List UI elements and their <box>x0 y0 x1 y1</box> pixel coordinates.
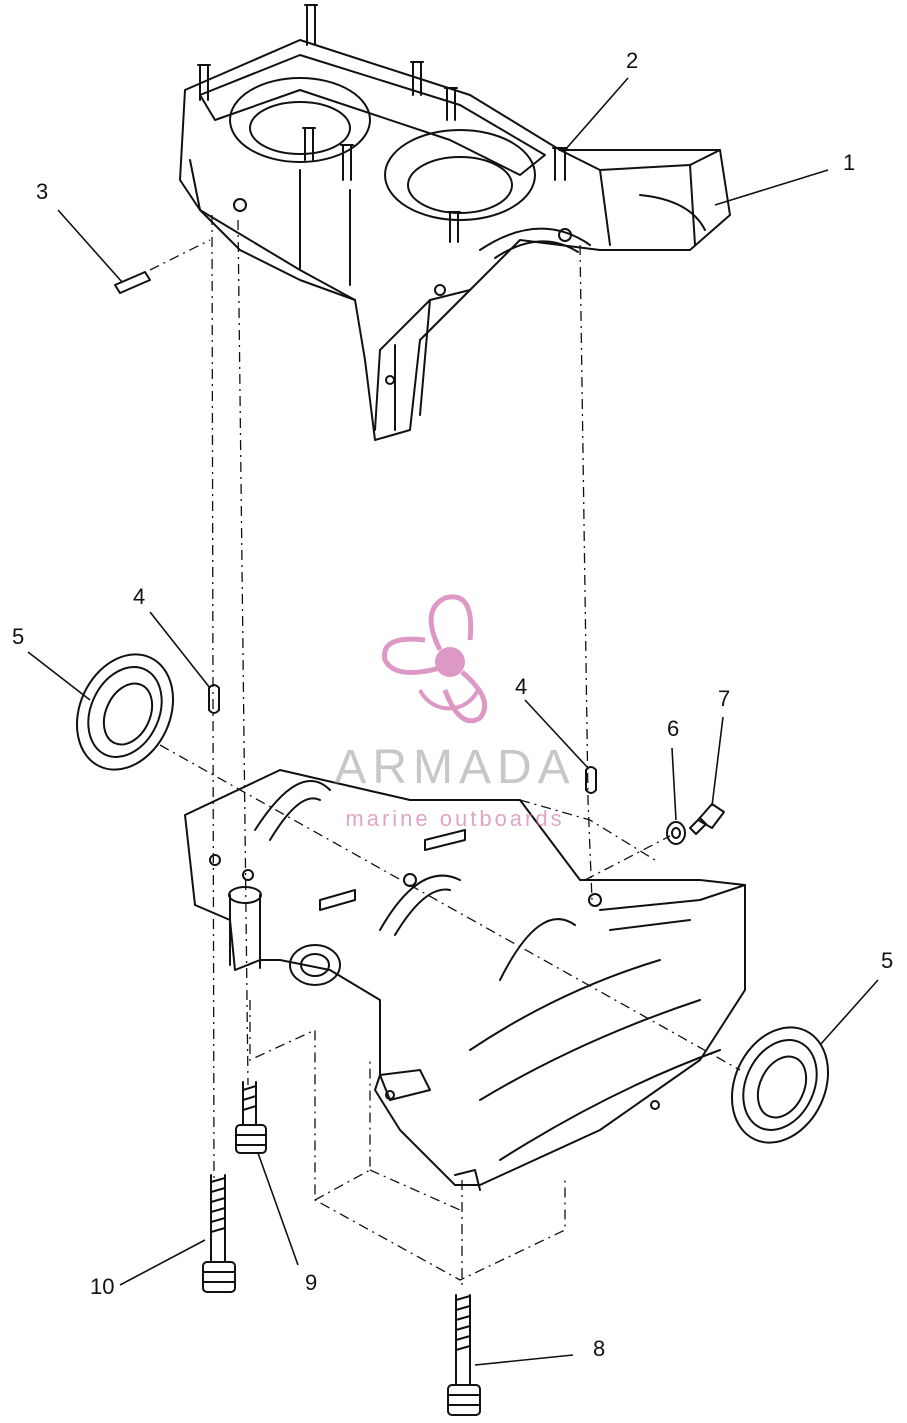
plug-bolt-part-7 <box>689 803 725 835</box>
bolt-part-8 <box>447 1294 481 1416</box>
washer-part-6 <box>666 821 686 845</box>
assembly-lines <box>149 214 741 1290</box>
callout-9: 9 <box>305 1270 318 1295</box>
cylinder-studs <box>197 4 461 243</box>
callout-8: 8 <box>593 1336 606 1361</box>
oil-seal-left <box>75 653 175 771</box>
leader-lines <box>27 77 879 1366</box>
watermark-name: ARMADA <box>334 741 576 794</box>
propeller-logo-icon <box>382 594 487 724</box>
oil-seal-right <box>730 1026 830 1144</box>
callout-4-left: 4 <box>133 584 146 609</box>
callout-2: 2 <box>626 48 639 73</box>
stud-part-2 <box>552 147 568 181</box>
callout-4-right: 4 <box>515 674 528 699</box>
dowel-pin-right <box>585 766 597 794</box>
callout-5-left: 5 <box>12 624 25 649</box>
lower-crankcase <box>184 769 746 1191</box>
callout-1: 1 <box>843 150 856 175</box>
callout-10: 10 <box>90 1274 115 1299</box>
callout-6: 6 <box>667 716 680 741</box>
bolt-part-9 <box>235 1081 267 1154</box>
dowel-pin-part-3 <box>114 271 151 294</box>
upper-crankcase <box>179 39 731 441</box>
callout-5-right: 5 <box>881 948 894 973</box>
watermark-tagline: marine outboards <box>345 806 565 831</box>
callout-7: 7 <box>718 686 731 711</box>
bolt-part-10 <box>202 1174 236 1293</box>
dowel-pin-left <box>208 684 220 714</box>
callout-3: 3 <box>36 179 49 204</box>
